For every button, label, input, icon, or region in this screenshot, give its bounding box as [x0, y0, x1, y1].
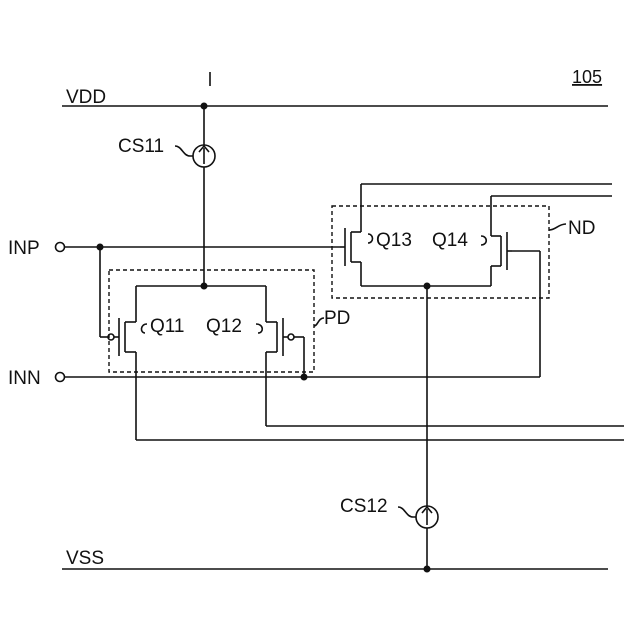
- vss-node: [424, 566, 431, 573]
- inn-label: INN: [8, 368, 41, 389]
- inp-label: INP: [8, 238, 40, 259]
- transistor-q12: [256, 286, 304, 426]
- nd-leader: [549, 224, 566, 230]
- vss-label: VSS: [66, 548, 104, 569]
- transistor-q13: [340, 184, 373, 286]
- transistor-q11: [100, 286, 147, 440]
- figure-number: 105: [572, 67, 602, 87]
- pd-label: PD: [324, 308, 350, 329]
- q12-label: Q12: [206, 316, 242, 337]
- cs11-label: CS11: [118, 136, 164, 157]
- current-source-cs12: [398, 506, 438, 569]
- inp-terminal: [56, 243, 341, 338]
- transistor-q14: [481, 196, 512, 286]
- q14-label: Q14: [432, 230, 468, 251]
- q11-label: Q11: [150, 316, 185, 337]
- inn-terminal: [56, 251, 541, 382]
- pd-leader: [314, 318, 324, 326]
- nd-group-box: [332, 206, 549, 298]
- nd-label: ND: [568, 218, 595, 239]
- vdd-label: VDD: [66, 87, 106, 108]
- cs12-label: CS12: [340, 496, 388, 517]
- q13-label: Q13: [376, 230, 412, 251]
- current-source-cs11: [175, 106, 215, 286]
